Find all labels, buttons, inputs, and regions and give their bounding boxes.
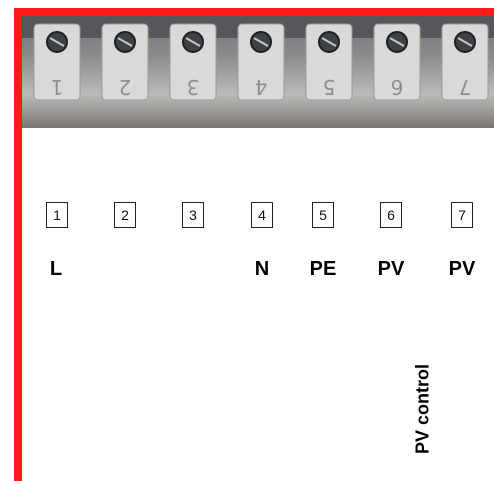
terminal-number-box-1: 1 (46, 202, 68, 228)
terminal-label-1: L (49, 258, 63, 280)
photo-terminal-2: 2 (101, 23, 149, 101)
photo-engraved-number: 2 (119, 75, 132, 99)
photo-terminal-1: 1 (33, 23, 81, 101)
photo-terminal-4: 4 (237, 23, 285, 101)
frame-top-border (14, 8, 494, 16)
terminal-number-box-2: 2 (114, 202, 136, 228)
frame-left-border (14, 8, 22, 481)
terminal-label-5: PE (309, 258, 337, 280)
pv-control-annotation: PV control (398, 350, 448, 468)
pv-control-label: PV control (412, 363, 433, 455)
terminal-label-7: PV (448, 258, 476, 280)
photo-engraved-number: 4 (255, 75, 268, 99)
photo-terminal-5: 5 (305, 23, 353, 101)
terminal-label-6: PV (377, 258, 405, 280)
terminal-block-photo: 1 2 3 4 5 6 7 (22, 16, 494, 128)
terminal-number-box-3: 3 (182, 202, 204, 228)
photo-terminal-6: 6 (373, 23, 421, 101)
terminal-number-box-5: 5 (312, 202, 334, 228)
photo-engraved-number: 3 (187, 75, 200, 99)
terminal-number-box-7: 7 (451, 202, 473, 228)
photo-engraved-number: 6 (391, 75, 404, 99)
terminal-number-box-4: 4 (251, 202, 273, 228)
terminal-label-4: N (254, 258, 270, 280)
photo-engraved-number: 1 (51, 75, 64, 99)
photo-terminal-3: 3 (169, 23, 217, 101)
terminal-number-box-6: 6 (380, 202, 402, 228)
photo-terminal-7: 7 (441, 23, 489, 101)
photo-engraved-number: 7 (459, 75, 472, 99)
photo-engraved-number: 5 (323, 75, 336, 99)
